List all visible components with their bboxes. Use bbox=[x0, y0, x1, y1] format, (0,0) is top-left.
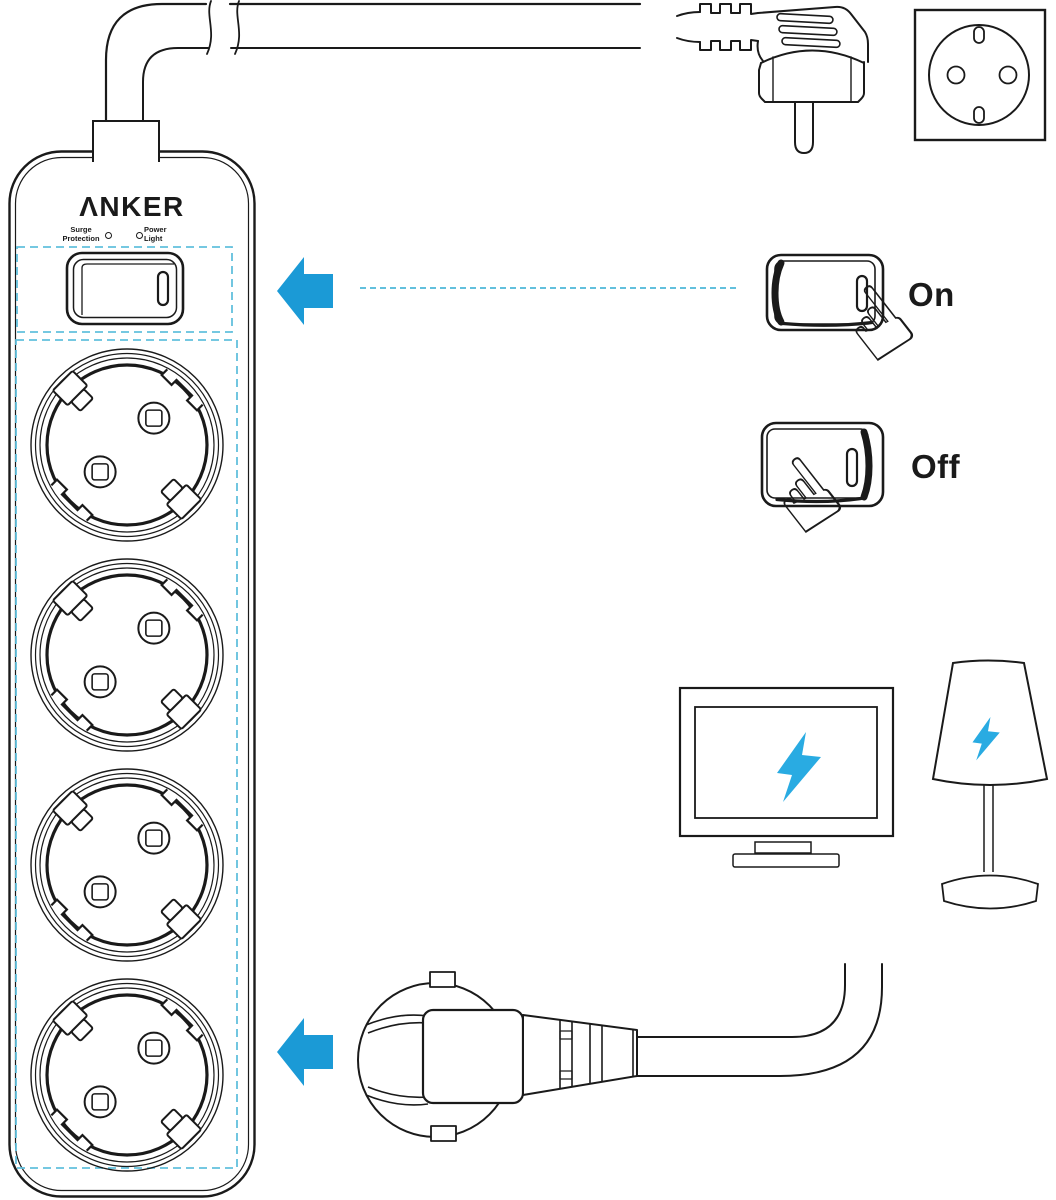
switch-dashed-zone bbox=[16, 246, 233, 333]
plug-bellows bbox=[699, 39, 759, 51]
strip-plug-back bbox=[357, 963, 883, 1142]
outlet-ground-clip bbox=[973, 26, 985, 44]
dashed-connector-line bbox=[360, 287, 736, 289]
indicator-surge-label: Surge Protection bbox=[62, 225, 100, 243]
strain-relief bbox=[92, 120, 160, 162]
power-cord-bottom bbox=[636, 963, 883, 1077]
cord-break-mark bbox=[234, 0, 240, 55]
power-strip bbox=[0, 150, 265, 1200]
left-arrow-icon bbox=[277, 1018, 333, 1086]
outlet-pin-hole bbox=[946, 65, 966, 85]
lamp-icon bbox=[931, 659, 1049, 910]
power-led bbox=[136, 232, 143, 239]
indicator-power-label: Power Light bbox=[144, 225, 167, 243]
cord-break-mark bbox=[206, 0, 212, 55]
switch-off-illustration: ☝ bbox=[748, 420, 967, 595]
wall-outlet bbox=[913, 8, 1047, 142]
mains-plug-side bbox=[676, 3, 869, 154]
switch-indicator-pill bbox=[156, 270, 170, 307]
on-label: On bbox=[908, 276, 955, 313]
switch-shadow bbox=[771, 259, 785, 326]
left-arrow-icon bbox=[277, 257, 333, 325]
lamp-shade bbox=[931, 659, 1049, 786]
switch-indicator-pill bbox=[855, 274, 869, 313]
plug-neck bbox=[522, 1014, 638, 1096]
sockets-dashed-zone bbox=[15, 339, 238, 1169]
plug-grip-ridges bbox=[776, 12, 841, 49]
plug-pin bbox=[794, 101, 814, 154]
switch-indicator-pill bbox=[845, 447, 859, 488]
switch-shadow bbox=[860, 428, 873, 501]
lightning-bolt-icon bbox=[777, 732, 821, 802]
off-label: Off bbox=[911, 448, 961, 485]
power-switch bbox=[65, 251, 185, 326]
tv-screen bbox=[694, 706, 878, 819]
switch-on-illustration: ☝ bbox=[760, 250, 970, 425]
lamp-base bbox=[941, 874, 1039, 910]
power-cord-top bbox=[104, 0, 642, 128]
brand-logo: ΛNKER bbox=[79, 191, 185, 222]
plug-bellows bbox=[699, 3, 759, 15]
plug-neck-ribs bbox=[559, 1020, 634, 1089]
outlet-ground-clip bbox=[973, 106, 985, 124]
tv-icon bbox=[678, 686, 895, 868]
surge-led bbox=[105, 232, 112, 239]
lightning-bolt-icon bbox=[972, 717, 1000, 761]
rocker-switch-on bbox=[765, 253, 885, 332]
plug-side-clip bbox=[430, 1125, 457, 1142]
rocker-switch-off bbox=[760, 421, 885, 508]
outlet-pin-hole bbox=[998, 65, 1018, 85]
plug-side-clip bbox=[429, 971, 456, 988]
plug-cord-grip bbox=[421, 1008, 525, 1105]
